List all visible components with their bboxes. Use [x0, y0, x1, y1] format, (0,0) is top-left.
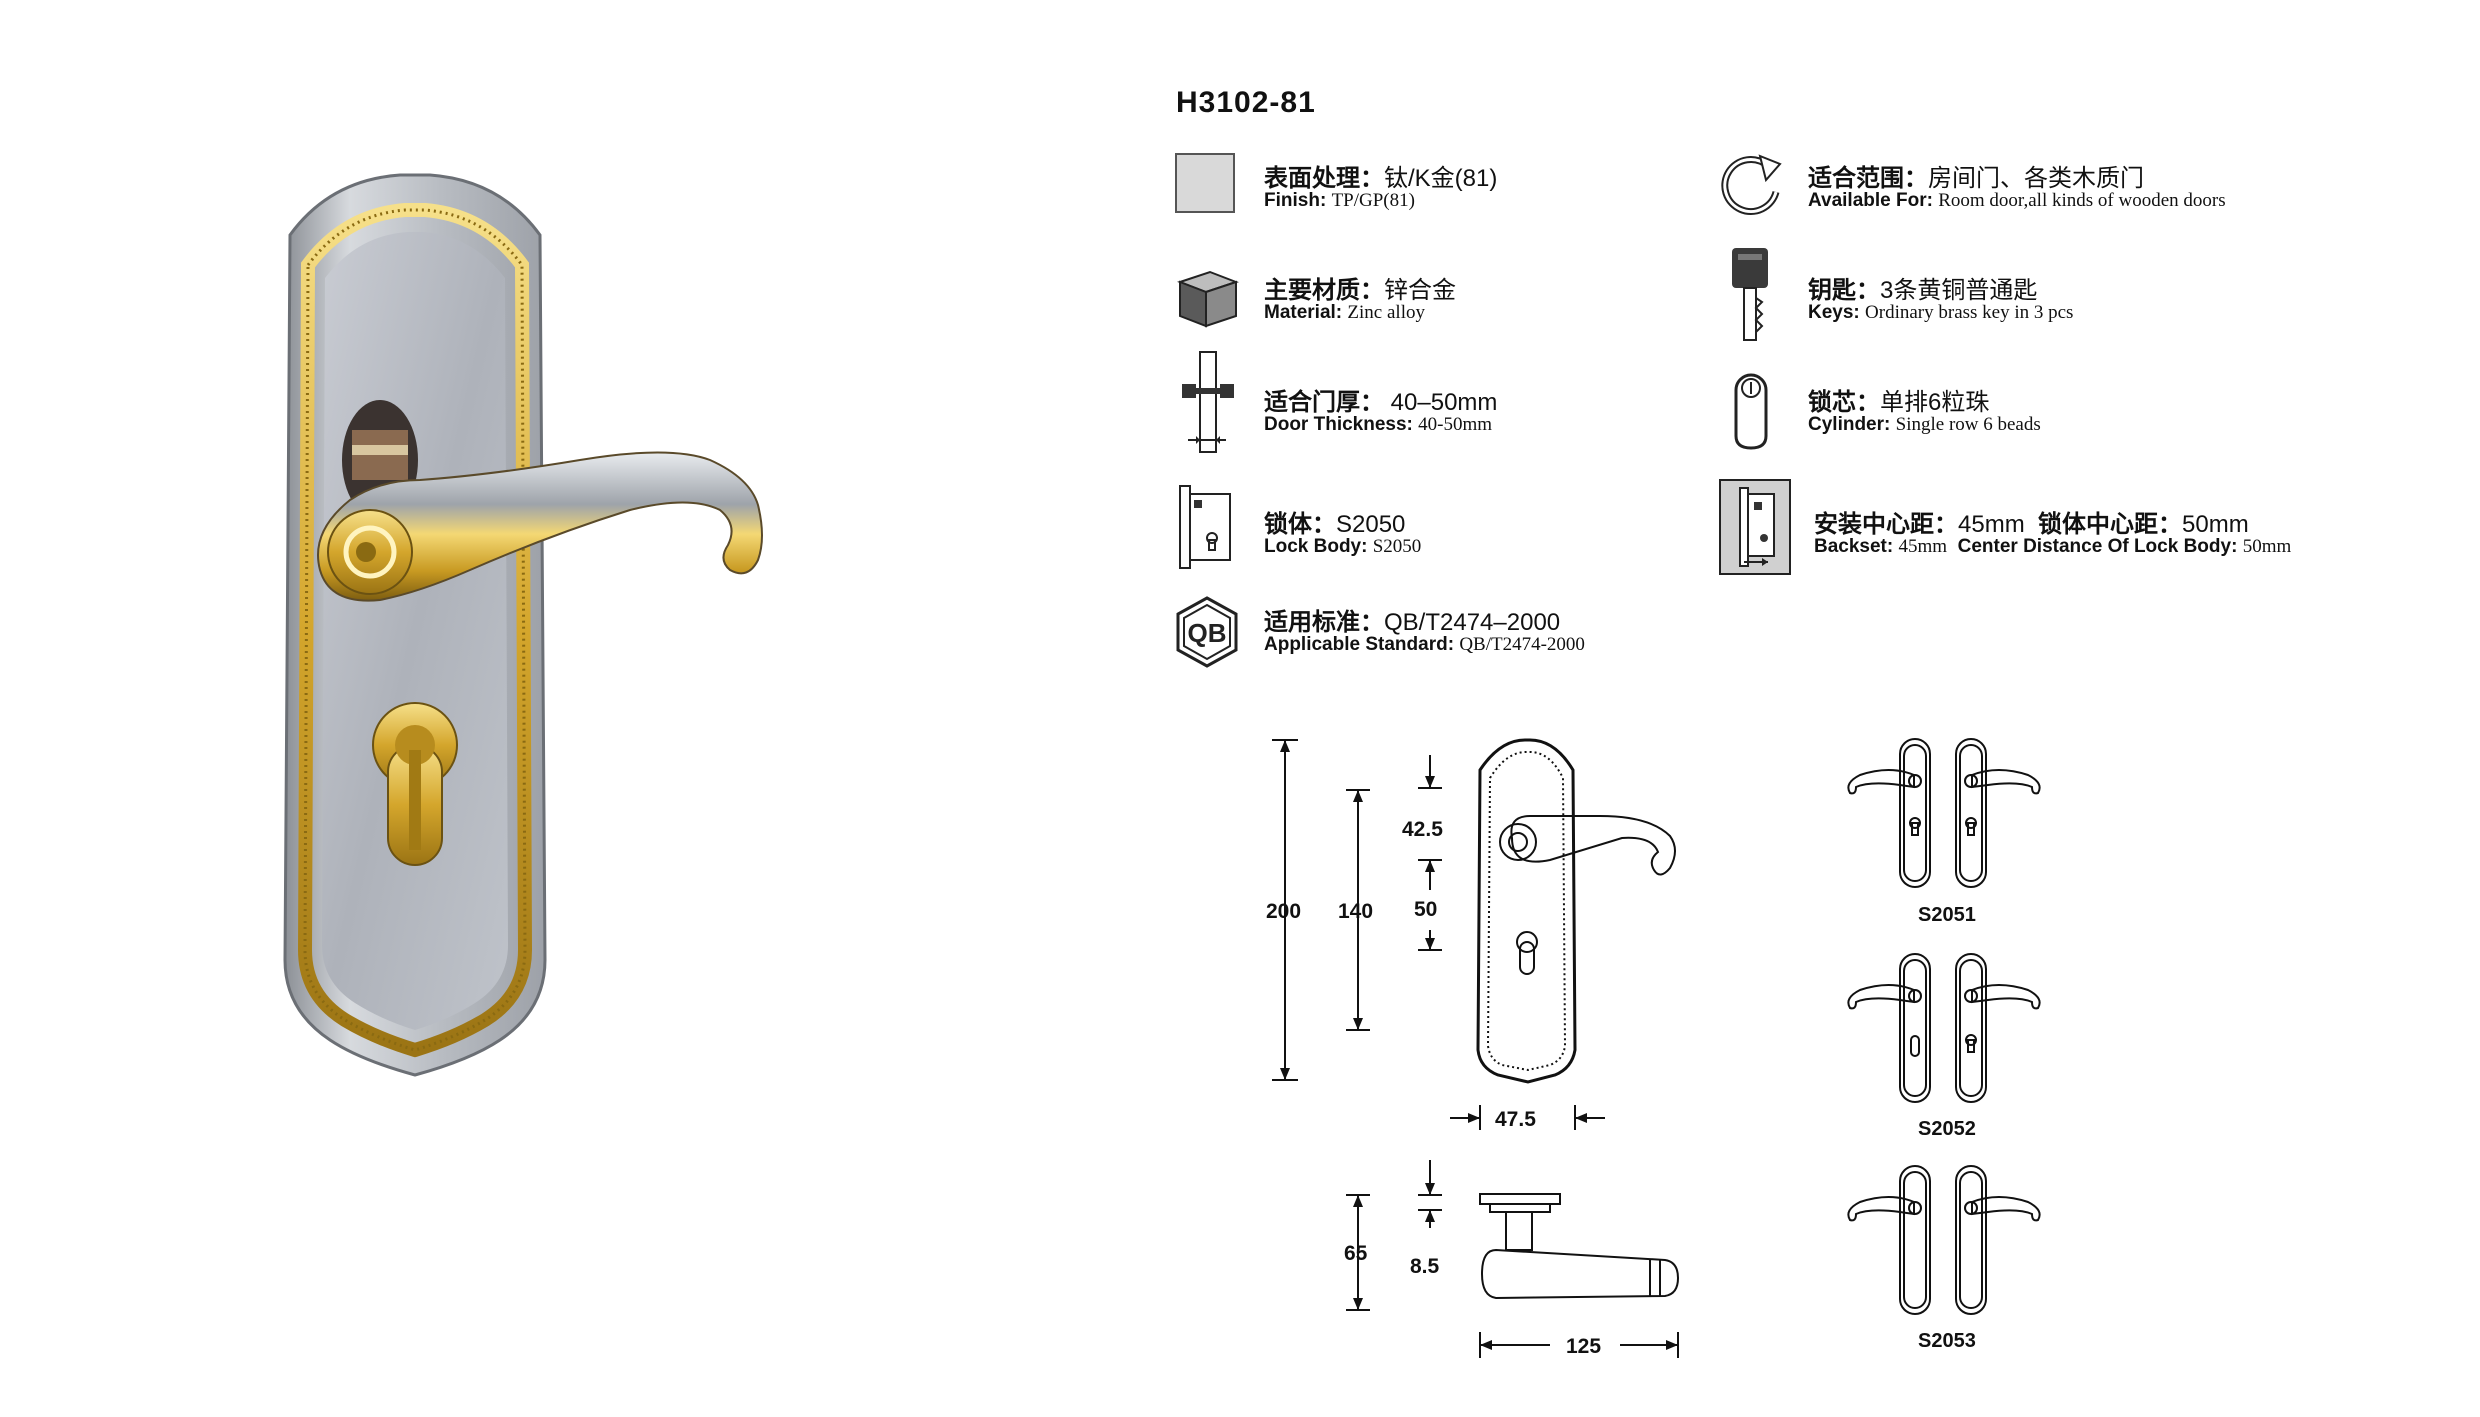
standard-zh-label: 适用标准： — [1264, 609, 1384, 636]
dim-140: 140 — [1338, 900, 1374, 923]
cylinder-en-label: Cylinder: — [1808, 414, 1891, 435]
lockbody-zh-label: 锁体： — [1264, 511, 1336, 538]
product-photo — [283, 173, 763, 1077]
keys-zh-value: 3条黄铜普通匙 — [1880, 277, 2038, 304]
keys-en-label: Keys: — [1808, 302, 1860, 323]
key-icon — [1718, 244, 1784, 344]
lockbody-en-label: Lock Body: — [1264, 536, 1368, 557]
cylinder-en-value: Single row 6 beads — [1895, 414, 2041, 435]
application-en-label: Available For: — [1808, 190, 1933, 211]
keys-en-value: Ordinary brass key in 3 pcs — [1865, 302, 2074, 323]
model-title: H3102-81 — [1176, 86, 1316, 119]
standard-zh-value: QB/T2474–2000 — [1384, 609, 1561, 636]
dim-125: 125 — [1566, 1335, 1602, 1358]
standard-en-label: Applicable Standard: — [1264, 634, 1455, 655]
dim-65: 65 — [1344, 1242, 1368, 1265]
variant-s2053-label: S2053 — [1918, 1330, 1976, 1352]
thickness-zh-label: 适合门厚： — [1264, 389, 1384, 416]
finish-swatch-icon — [1174, 152, 1240, 218]
cylinder-zh-value: 单排6粒珠 — [1880, 389, 1990, 416]
lock-body-icon — [1174, 478, 1240, 574]
backset-en-value: 45mm — [1898, 536, 1948, 557]
backset-zh-value: 45mm — [1958, 511, 2025, 538]
dim-42-5: 42.5 — [1402, 818, 1443, 841]
technical-drawing — [1272, 738, 1680, 1358]
backset-en-label: Backset: — [1814, 536, 1894, 557]
thickness-en-label: Door Thickness: — [1264, 414, 1413, 435]
thickness-en-value: 40-50mm — [1418, 414, 1493, 435]
thickness-zh-value: 40–50mm — [1390, 389, 1498, 416]
variant-s2051-drawing — [1847, 738, 2041, 888]
dim-47-5: 47.5 — [1495, 1108, 1536, 1131]
variant-s2053-drawing — [1847, 1165, 2041, 1315]
variant-s2052-drawing — [1847, 953, 2041, 1103]
door-thickness-icon — [1174, 350, 1240, 453]
backset-zh-label2: 锁体中心距： — [2038, 511, 2183, 538]
qb-badge-icon: QB — [1174, 596, 1240, 668]
backset-zh-value2: 50mm — [2182, 511, 2249, 538]
dim-200: 200 — [1266, 900, 1302, 923]
finish-zh-label: 表面处理： — [1264, 165, 1384, 192]
cylinder-icon — [1718, 362, 1784, 452]
material-en-label: Material: — [1264, 302, 1343, 323]
backset-en-value2: 50mm — [2242, 536, 2292, 557]
finish-en-value: TP/GP(81) — [1331, 190, 1415, 211]
finish-zh-value: 钛/K金(81) — [1384, 165, 1498, 192]
backset-en-label2: Center Distance Of Lock Body: — [1957, 536, 2238, 557]
rotate-arrow-icon — [1718, 152, 1784, 218]
application-zh-value: 房间门、各类木质门 — [1928, 165, 2144, 192]
keys-zh-label: 钥匙： — [1808, 277, 1880, 304]
cylinder-zh-label: 锁芯： — [1808, 389, 1880, 416]
material-en-value: Zinc alloy — [1347, 302, 1425, 323]
material-zh-label: 主要材质： — [1264, 277, 1384, 304]
standard-en-value: QB/T2474-2000 — [1459, 634, 1585, 655]
backset-zh-label: 安装中心距： — [1814, 511, 1958, 538]
lockbody-en-value: S2050 — [1372, 536, 1422, 557]
finish-en-label: Finish: — [1264, 190, 1327, 211]
variant-s2051-label: S2051 — [1918, 904, 1976, 926]
qb-badge-text: QB — [1188, 618, 1227, 648]
variant-s2052-label: S2052 — [1918, 1118, 1976, 1140]
backset-icon — [1718, 478, 1792, 576]
lockbody-zh-value: S2050 — [1336, 511, 1406, 538]
dim-50: 50 — [1414, 898, 1438, 921]
dim-8-5: 8.5 — [1410, 1255, 1440, 1278]
application-en-value: Room door,all kinds of wooden doors — [1938, 190, 2226, 211]
cube-icon — [1174, 264, 1240, 330]
material-zh-value: 锌合金 — [1384, 277, 1456, 304]
application-zh-label: 适合范围： — [1808, 165, 1928, 192]
